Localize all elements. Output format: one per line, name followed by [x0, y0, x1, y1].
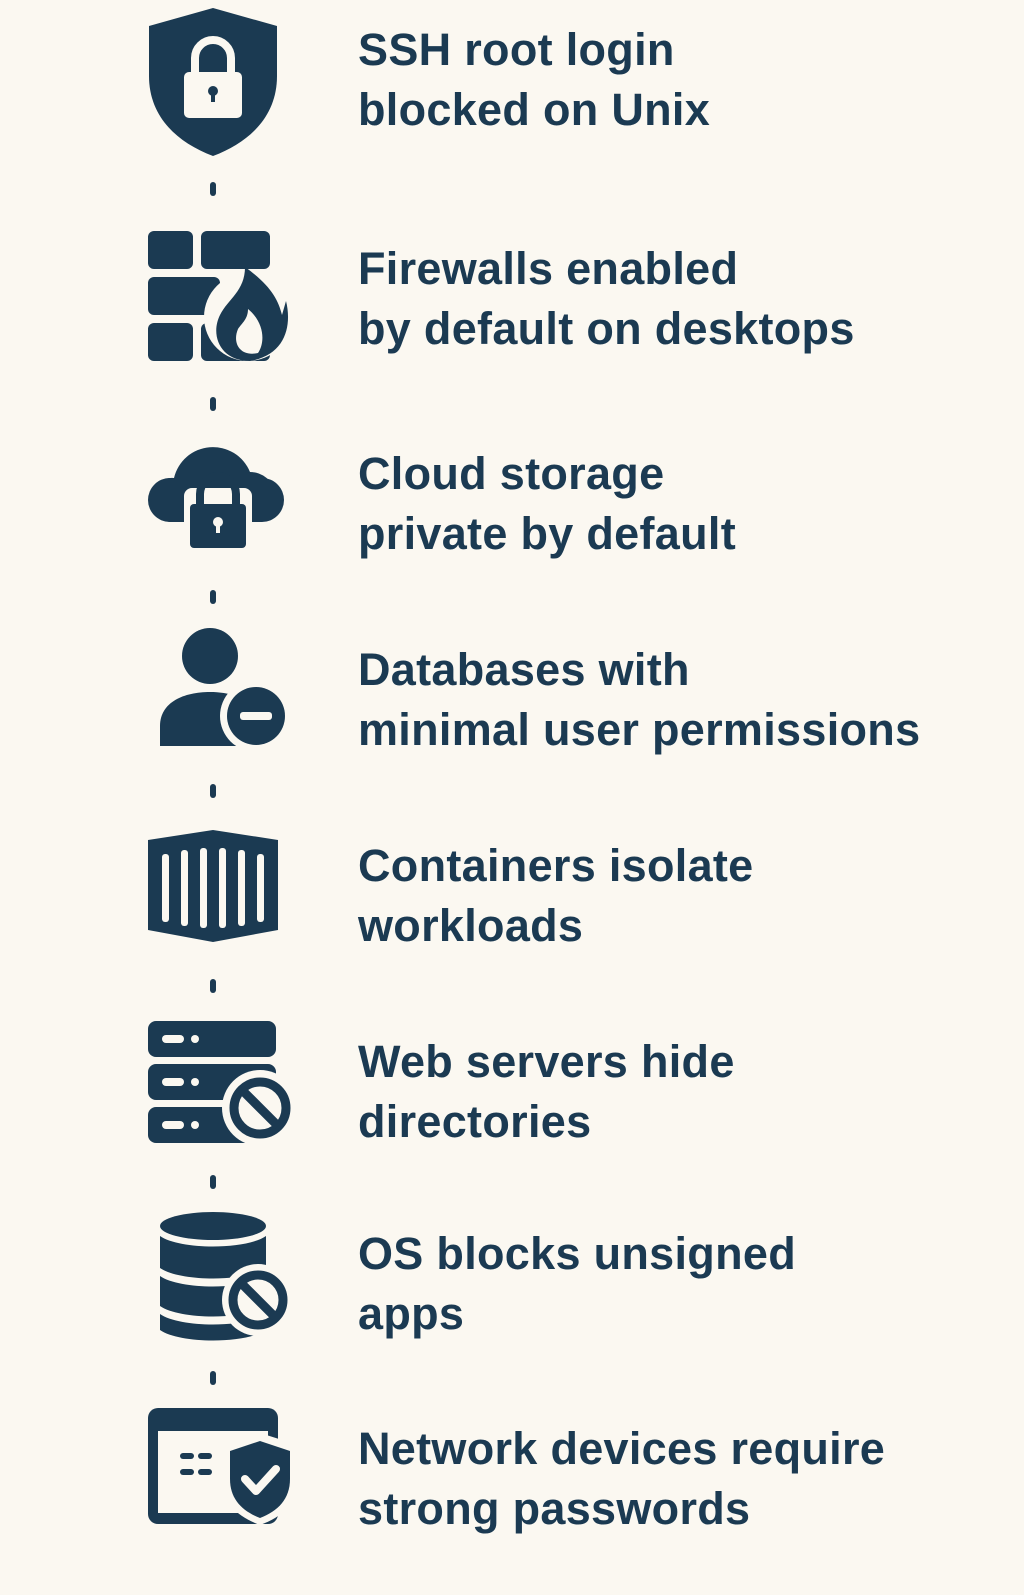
connector-dot [210, 1175, 216, 1189]
item-title: Web servers hide [358, 1036, 735, 1087]
item-title: Containers isolate [358, 840, 754, 891]
connector-dot [210, 784, 216, 798]
item-title: Cloud storage [358, 448, 665, 499]
database-block-icon [160, 1212, 294, 1341]
connector-dot [210, 979, 216, 993]
item-subtitle: minimal user permissions [358, 704, 921, 755]
item-subtitle: by default on desktops [358, 303, 855, 354]
item-subtitle: strong passwords [358, 1483, 751, 1534]
item-subtitle: private by default [358, 508, 736, 559]
item-subtitle: workloads [358, 900, 584, 951]
window-shield-icon [148, 1408, 298, 1525]
user-minus-icon [160, 628, 292, 752]
firewall-icon [148, 231, 292, 361]
item-databases: Databases with minimal user permissions [0, 626, 1024, 816]
item-title: Databases with [358, 644, 690, 695]
connector-dot [210, 590, 216, 604]
item-os: OS blocks unsigned apps [0, 1210, 1024, 1400]
server-block-icon [148, 1021, 298, 1146]
item-title: Network devices require [358, 1423, 886, 1474]
item-firewall: Firewalls enabled by default on desktops [0, 225, 1024, 415]
shield-lock-icon [149, 8, 277, 156]
item-cloud: Cloud storage private by default [0, 430, 1024, 620]
container-icon [148, 830, 278, 942]
item-ssh: SSH root login blocked on Unix [0, 6, 1024, 196]
item-webservers: Web servers hide directories [0, 1018, 1024, 1208]
connector-dot [210, 182, 216, 196]
item-containers: Containers isolate workloads [0, 822, 1024, 1012]
item-network: Network devices require strong passwords [0, 1405, 1024, 1595]
item-subtitle: blocked on Unix [358, 84, 711, 135]
item-subtitle: directories [358, 1096, 592, 1147]
connector-dot [210, 397, 216, 411]
item-subtitle: apps [358, 1288, 465, 1339]
connector-dot [210, 1371, 216, 1385]
cloud-lock-icon [148, 447, 284, 552]
item-title: SSH root login [358, 24, 675, 75]
item-title: Firewalls enabled [358, 243, 739, 294]
item-title: OS blocks unsigned [358, 1228, 796, 1279]
